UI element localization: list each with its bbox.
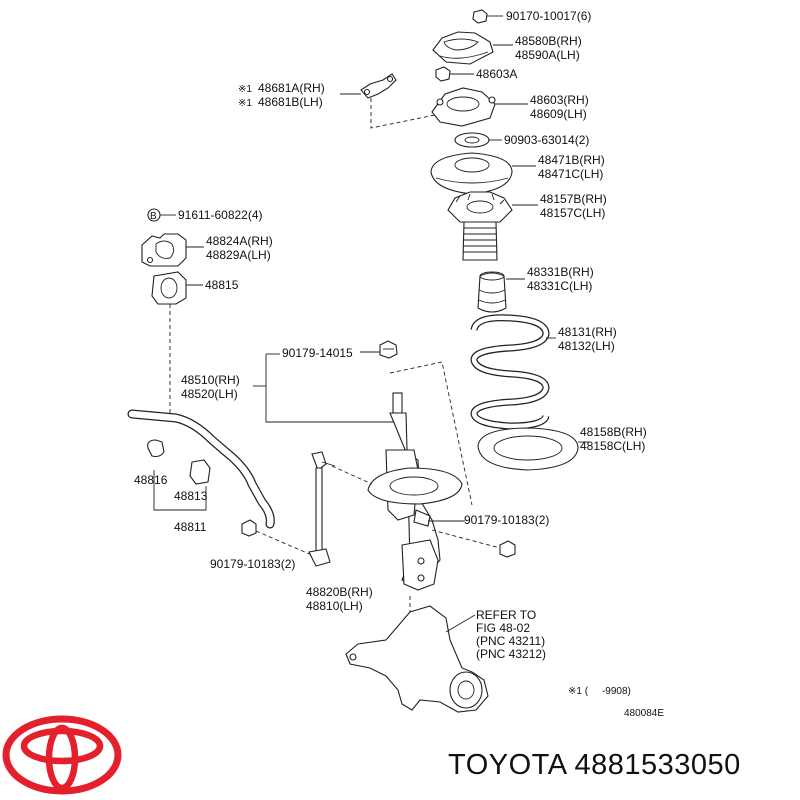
brand-part-number: TOYOTA 4881533050: [448, 749, 741, 781]
spring-insulator-icon: [447, 191, 513, 223]
bar-bushing-icon: [189, 459, 211, 485]
label-48158c: 48158C(LH): [580, 439, 645, 453]
nut-48603a-icon: [435, 66, 451, 82]
refer-line-3: (PNC 43211): [476, 634, 545, 648]
bolt-mark-b: B: [150, 211, 157, 222]
label-48520: 48520(LH): [181, 387, 238, 401]
label-90903: 90903-63014(2): [504, 133, 589, 147]
label-48580b: 48580B(RH): [515, 34, 582, 48]
label-48510: 48510(RH): [181, 373, 240, 387]
label-90179-10183-left: 90179-10183(2): [210, 557, 295, 571]
note-mark-1: ※1: [238, 84, 252, 95]
label-48157b: 48157B(RH): [540, 192, 607, 206]
label-48609: 48609(LH): [530, 107, 587, 121]
figure-number: 480084E: [624, 708, 664, 719]
bump-stop-icon: [477, 271, 507, 313]
nut-right-icon: [499, 540, 516, 558]
label-90170: 90170-10017(6): [506, 9, 591, 23]
label-48471c: 48471C(LH): [538, 167, 603, 181]
support-cap-icon: [432, 31, 494, 65]
stabilizer-bushing-icon: [151, 271, 187, 305]
label-48132: 48132(LH): [558, 339, 615, 353]
label-90179-10183-right: 90179-10183(2): [464, 513, 549, 527]
stabilizer-bracket-icon: [141, 233, 187, 267]
refer-line-2: FIG 48-02: [476, 621, 530, 635]
refer-line-1: REFER TO: [476, 608, 536, 622]
strut-nut-icon: [379, 340, 398, 359]
refer-line-4: (PNC 43212): [476, 647, 546, 661]
label-91611: 91611-60822(4): [178, 208, 263, 222]
label-48590a: 48590A(LH): [515, 48, 580, 62]
coil-spring-icon: [470, 314, 550, 430]
dust-boot-icon: [462, 221, 498, 261]
steering-knuckle-icon: [345, 605, 489, 713]
note-mark-2: ※1: [238, 98, 252, 109]
label-48603: 48603(RH): [530, 93, 589, 107]
label-48811: 48811: [174, 520, 207, 534]
label-48681a: 48681A(RH): [258, 81, 325, 95]
label-48816: 48816: [134, 473, 168, 487]
clamp-icon: [147, 439, 165, 458]
stabilizer-bar-icon: [127, 409, 275, 529]
label-48815: 48815: [205, 278, 239, 292]
lower-insulator-icon: [477, 427, 579, 471]
label-48158b: 48158B(RH): [580, 425, 647, 439]
label-48681b: 48681B(LH): [258, 95, 323, 109]
strut-mount-icon: [431, 87, 496, 127]
nut-90170-icon: [472, 9, 488, 24]
label-90179-14015: 90179-14015: [282, 346, 353, 360]
footnote: ※1 ( -9908): [568, 686, 631, 697]
label-48471b: 48471B(RH): [538, 153, 605, 167]
label-48810: 48810(LH): [306, 599, 363, 613]
bearing-icon: [454, 132, 490, 148]
toyota-logo-icon: [2, 715, 122, 795]
label-48824a: 48824A(RH): [206, 234, 273, 248]
label-48820b: 48820B(RH): [306, 585, 373, 599]
label-48813: 48813: [174, 489, 208, 503]
nut-left-icon: [241, 519, 257, 537]
label-48131: 48131(RH): [558, 325, 617, 339]
label-48331b: 48331B(RH): [527, 265, 594, 279]
shock-absorber-icon: [367, 392, 463, 591]
label-48331c: 48331C(LH): [527, 279, 592, 293]
label-48157c: 48157C(LH): [540, 206, 605, 220]
upper-spring-seat-icon: [430, 152, 513, 195]
bracket-48681-icon: [360, 73, 397, 99]
stabilizer-link-icon: [308, 451, 336, 567]
label-48829a: 48829A(LH): [206, 248, 271, 262]
label-48603a: 48603A: [476, 67, 517, 81]
